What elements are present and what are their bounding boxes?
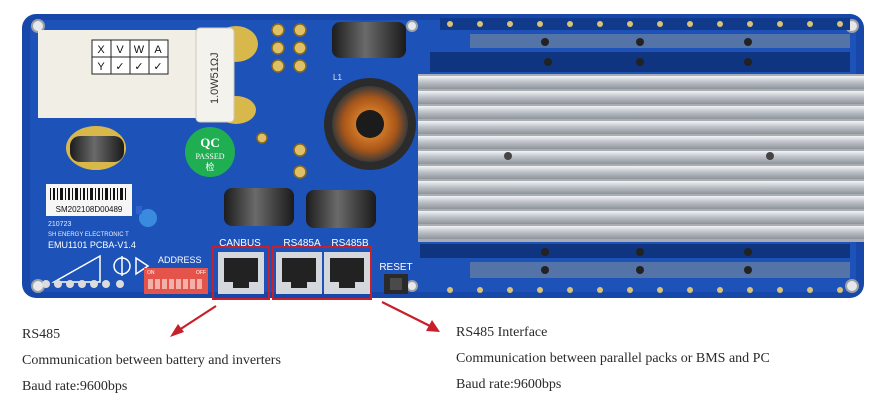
dip-switch: ON OFF	[144, 268, 208, 294]
arrow-left	[170, 305, 217, 337]
caption-left-line2: Baud rate:9600bps	[22, 379, 128, 394]
table-header-x: X	[97, 44, 105, 56]
caption-right-title: RS485 Interface	[456, 325, 548, 340]
barcode-label: SM202108D00489	[46, 184, 132, 216]
table-check-1: ✓	[115, 61, 124, 73]
solder-strip-top	[430, 18, 850, 72]
rs485a-port	[276, 252, 322, 294]
rs485a-label: RS485A	[283, 238, 321, 249]
rs485b-label: RS485B	[331, 238, 369, 249]
caption-right-line2: Baud rate:9600bps	[456, 377, 562, 392]
capacitor-large	[224, 188, 294, 226]
svg-text:1.0W51ΩJ: 1.0W51ΩJ	[209, 52, 221, 104]
canbus-port	[218, 252, 264, 294]
mounting-holes	[31, 19, 859, 293]
qc-sticker: QC PASSED 检	[185, 127, 235, 177]
date-code: 210723	[48, 221, 71, 228]
svg-text:PASSED: PASSED	[195, 152, 224, 161]
caption-right: RS485 Interface Communication between pa…	[456, 320, 770, 398]
svg-text:检: 检	[205, 161, 214, 172]
table-header-w: W	[134, 44, 145, 56]
caption-left-line1: Communication between battery and invert…	[22, 353, 281, 368]
svg-text:QC: QC	[200, 135, 220, 150]
capacitor-large	[306, 190, 376, 228]
svg-text:OFF: OFF	[196, 270, 206, 276]
svg-text:ON: ON	[147, 270, 155, 276]
table-header-v: V	[116, 44, 124, 56]
heatsink	[418, 74, 864, 242]
model-label: EMU1101 PCBA-V1.4	[48, 240, 136, 250]
caption-right-line1: Communication between parallel packs or …	[456, 351, 770, 366]
address-label: ADDRESS	[158, 255, 202, 265]
table-row-y: Y	[97, 61, 105, 73]
solder-strip-bottom	[420, 244, 850, 293]
table-header-a: A	[154, 44, 162, 56]
capacitor-small	[70, 136, 124, 162]
caption-left: RS485 Communication between battery and …	[22, 322, 281, 400]
reset-label: RESET	[379, 262, 412, 273]
arrow-right	[381, 301, 440, 332]
logo-symbols	[51, 254, 150, 283]
blue-capacitor	[139, 209, 157, 227]
serial-number: SM202108D00489	[56, 205, 123, 214]
rs485b-port	[324, 252, 370, 294]
canbus-label: CANBUS	[219, 238, 261, 249]
table-check-3: ✓	[153, 61, 162, 73]
caption-left-title: RS485	[22, 327, 61, 342]
toroid-inductor: L1	[324, 73, 416, 170]
capacitor-large	[332, 22, 406, 58]
check-table: X V W A Y ✓ ✓ ✓	[91, 39, 169, 75]
table-check-2: ✓	[134, 61, 143, 73]
svg-text:L1: L1	[333, 73, 342, 82]
maker-text: SH ENERGY ELECTRONIC T	[48, 232, 129, 238]
reset-button	[384, 274, 408, 294]
highlight-box-right	[272, 246, 372, 300]
led-row	[42, 280, 124, 288]
via-rings	[256, 23, 307, 179]
shunt-resistor: 1.0W51ΩJ	[195, 27, 235, 123]
highlight-box-left	[212, 246, 270, 300]
